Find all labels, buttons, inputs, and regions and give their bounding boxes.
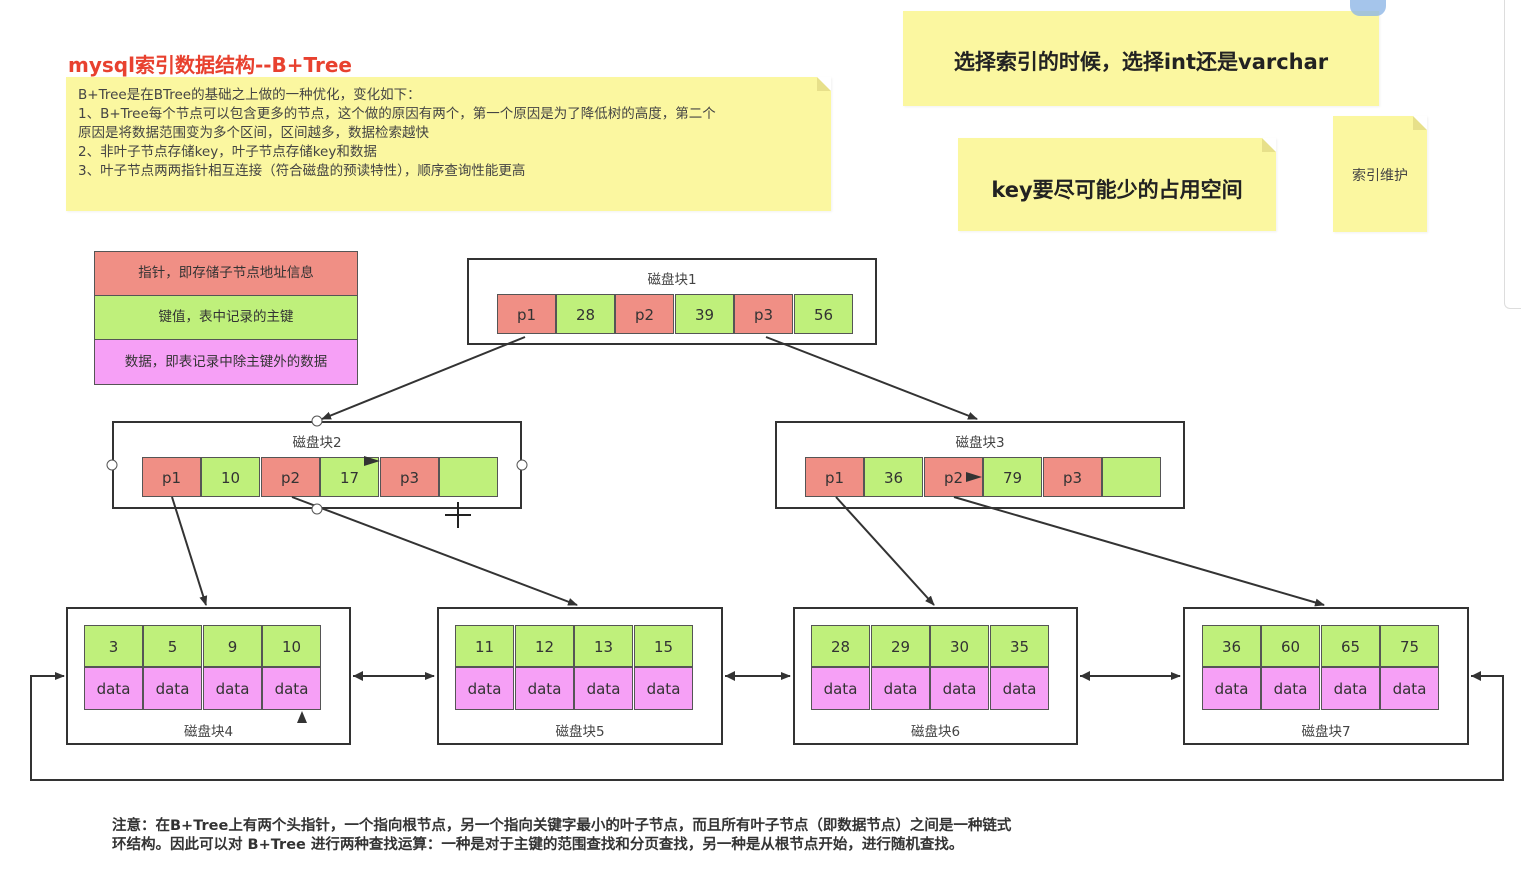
leaf-link-4-5-back-head xyxy=(353,671,363,681)
internal-cell: 36 xyxy=(864,457,923,497)
root-cell: p1 xyxy=(497,294,556,334)
internal-cell: p3 xyxy=(1043,457,1102,497)
leaf-key-cell: 3 xyxy=(84,625,143,667)
leaf-ring-link xyxy=(30,672,1504,781)
root-cell: p2 xyxy=(615,294,674,334)
leaf-link-5-6-back-head xyxy=(725,671,735,681)
internal-cell: 17 xyxy=(320,457,379,497)
block2-to-block4-arrow xyxy=(171,496,208,606)
note-fold xyxy=(1413,116,1427,130)
leaf-data-cell: data xyxy=(262,667,321,710)
pointer-marker xyxy=(297,711,307,723)
block3-to-block7-arrow xyxy=(953,496,1325,607)
root-to-block2-arrow xyxy=(321,336,526,420)
leaf-key-cell: 13 xyxy=(574,625,633,667)
page-title: mysql索引数据结构--B+Tree xyxy=(68,53,352,77)
root-cell: 56 xyxy=(794,294,853,334)
description-note: B+Tree是在BTree的基础之上做的一种优化，变化如下： 1、B+Tree每… xyxy=(66,77,831,211)
leaf-data-cell: data xyxy=(515,667,574,710)
legend-key-label: 键值，表中记录的主键 xyxy=(158,309,294,325)
leaf-key-cell: 65 xyxy=(1321,625,1380,667)
leaf-data-cell: data xyxy=(990,667,1049,710)
leaf-block-5-label: 磁盘块5 xyxy=(555,724,605,740)
leaf-data-cell: data xyxy=(634,667,693,710)
leaf-key-cell: 5 xyxy=(143,625,202,667)
leaf-data-cell: data xyxy=(455,667,514,710)
leaf-key-cell: 9 xyxy=(203,625,262,667)
internal-cell: 10 xyxy=(201,457,260,497)
root-cell: p3 xyxy=(734,294,793,334)
leaf-data-cell: data xyxy=(143,667,202,710)
leaf-key-cell: 30 xyxy=(930,625,989,667)
note-fold xyxy=(817,77,831,91)
leaf-block-6-label: 磁盘块6 xyxy=(910,724,961,740)
leaf-data-cell: data xyxy=(574,667,633,710)
legend-data: 数据，即表记录中除主键外的数据 xyxy=(94,339,358,385)
selection-handle[interactable] xyxy=(311,415,323,427)
internal-cell: p1 xyxy=(805,457,864,497)
footer-note: 注意：在B+Tree上有两个头指针，一个指向根节点，另一个指向关键字最小的叶子节… xyxy=(112,818,1012,853)
note-fold xyxy=(1262,138,1276,152)
leaf-key-cell: 36 xyxy=(1202,625,1261,667)
app-logo-icon xyxy=(1350,0,1386,16)
block3-to-block6-arrow xyxy=(835,496,935,606)
leaf-key-cell: 29 xyxy=(871,625,930,667)
leaf-data-cell: data xyxy=(84,667,143,710)
leaf-data-cell: data xyxy=(871,667,930,710)
note-maintenance[interactable]: 索引维护 xyxy=(1333,116,1427,232)
leaf-data-cell: data xyxy=(930,667,989,710)
leaf-key-cell: 60 xyxy=(1261,625,1320,667)
leaf-link-6-7-back-head xyxy=(1080,671,1090,681)
leaf-data-cell: data xyxy=(1321,667,1380,710)
internal-cell: p3 xyxy=(380,457,439,497)
leaf-key-cell: 10 xyxy=(262,625,321,667)
leaf-block-4-label: 磁盘块4 xyxy=(183,724,234,740)
leaf-data-cell: data xyxy=(1380,667,1439,710)
selection-handle[interactable] xyxy=(106,459,118,471)
legend-data-label: 数据，即表记录中除主键外的数据 xyxy=(124,354,328,370)
description-text: B+Tree是在BTree的基础之上做的一种优化，变化如下： 1、B+Tree每… xyxy=(78,87,716,179)
pointer-marker xyxy=(966,472,982,482)
leaf-key-cell: 15 xyxy=(634,625,693,667)
internal-cell: p2 xyxy=(261,457,320,497)
legend-key: 键值，表中记录的主键 xyxy=(94,295,358,340)
selection-handle[interactable] xyxy=(516,459,528,471)
internal-cell xyxy=(1102,457,1161,497)
internal-cell: 79 xyxy=(983,457,1042,497)
note-key-space[interactable]: key要尽可能少的占用空间 xyxy=(958,138,1276,231)
leaf-key-cell: 75 xyxy=(1380,625,1439,667)
leaf-data-cell: data xyxy=(1202,667,1261,710)
leaf-data-cell: data xyxy=(1261,667,1320,710)
note-int-vs-varchar-text: 选择索引的时候，选择int还是varchar xyxy=(953,50,1329,74)
internal-block-3-label: 磁盘块3 xyxy=(955,435,1005,451)
root-cell: 39 xyxy=(675,294,734,334)
leaf-block-7-label: 磁盘块7 xyxy=(1301,724,1351,740)
block2-to-block5-arrow xyxy=(291,496,578,606)
leaf-data-cell: data xyxy=(811,667,870,710)
root-cell: 28 xyxy=(556,294,615,334)
leaf-key-cell: 12 xyxy=(515,625,574,667)
leaf-data-cell: data xyxy=(203,667,262,710)
internal-cell xyxy=(439,457,498,497)
leaf-key-cell: 35 xyxy=(990,625,1049,667)
root-to-block3-arrow xyxy=(765,336,978,420)
note-key-space-text: key要尽可能少的占用空间 xyxy=(991,178,1243,202)
pointer-marker xyxy=(364,456,380,466)
leaf-key-cell: 28 xyxy=(811,625,870,667)
note-maintenance-text: 索引维护 xyxy=(1352,168,1408,184)
leaf-key-cell: 11 xyxy=(455,625,514,667)
root-block-label: 磁盘块1 xyxy=(647,272,697,288)
internal-block-2-label: 磁盘块2 xyxy=(292,435,342,451)
legend-pointer-label: 指针，即存储子节点地址信息 xyxy=(138,265,314,281)
side-panel xyxy=(1504,0,1521,309)
note-int-vs-varchar[interactable]: 选择索引的时候，选择int还是varchar xyxy=(903,11,1379,106)
ring-back-head xyxy=(1471,671,1481,681)
selection-handle[interactable] xyxy=(311,503,323,515)
legend-pointer: 指针，即存储子节点地址信息 xyxy=(94,251,358,296)
internal-cell: p1 xyxy=(142,457,201,497)
